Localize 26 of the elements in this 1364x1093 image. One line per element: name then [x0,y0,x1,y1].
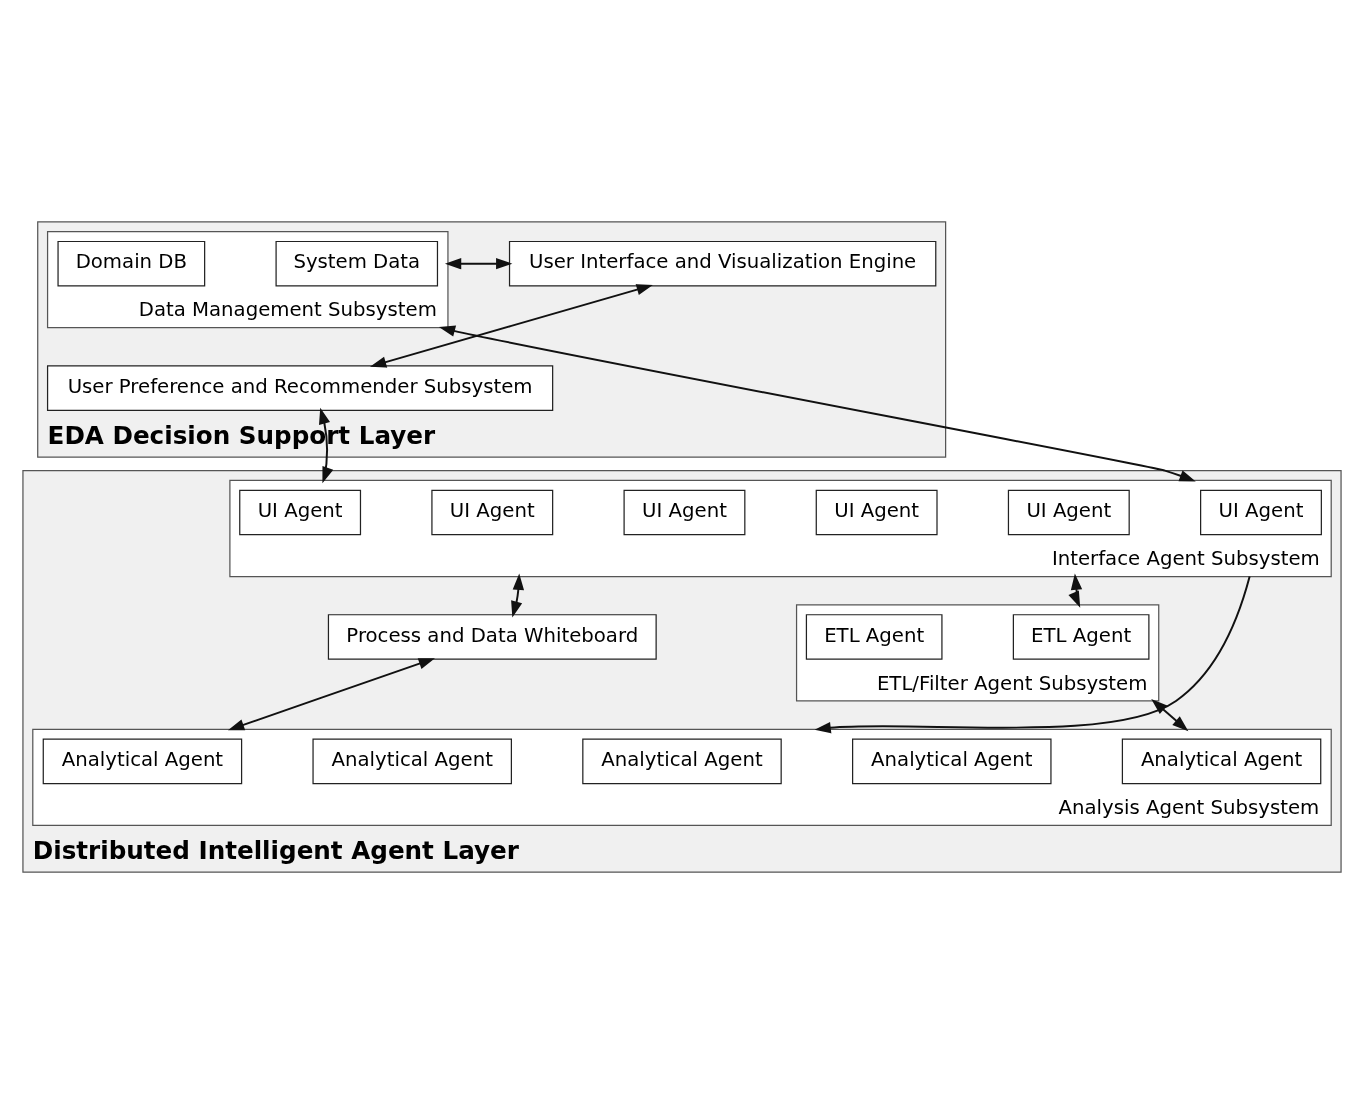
node-box: ETL Agent [805,613,943,660]
node-box: Domain DB [57,240,206,286]
node-box: UI Agent [239,489,362,535]
node-box: UI Agent [623,489,746,535]
arrow [814,575,1251,733]
node-box: Analytical Agent [1121,738,1322,784]
node-box: UI Agent [1007,489,1130,535]
arrow [370,283,653,368]
arrow [511,573,525,618]
arrow [227,657,435,730]
node-box: Analytical Agent [852,738,1052,784]
arrow [1068,573,1083,608]
node-box: Analytical Agent [312,738,512,784]
node-box: UI Agent [1200,489,1322,535]
node-box: User Preference and Recommender Subsystem [46,364,554,411]
arrow [438,325,1196,482]
node-box: Analytical Agent [582,738,782,784]
arrow [1151,698,1189,731]
node-box: User Interface and Visualization Engine [508,240,937,286]
node-box: UI Agent [815,489,938,535]
node-box: Analytical Agent [42,738,243,784]
arrow [444,257,513,269]
node-box: ETL Agent [1012,613,1150,660]
node-box: UI Agent [431,489,554,535]
node-box: System Data [275,240,439,286]
node-box: Process and Data Whiteboard [327,613,657,660]
